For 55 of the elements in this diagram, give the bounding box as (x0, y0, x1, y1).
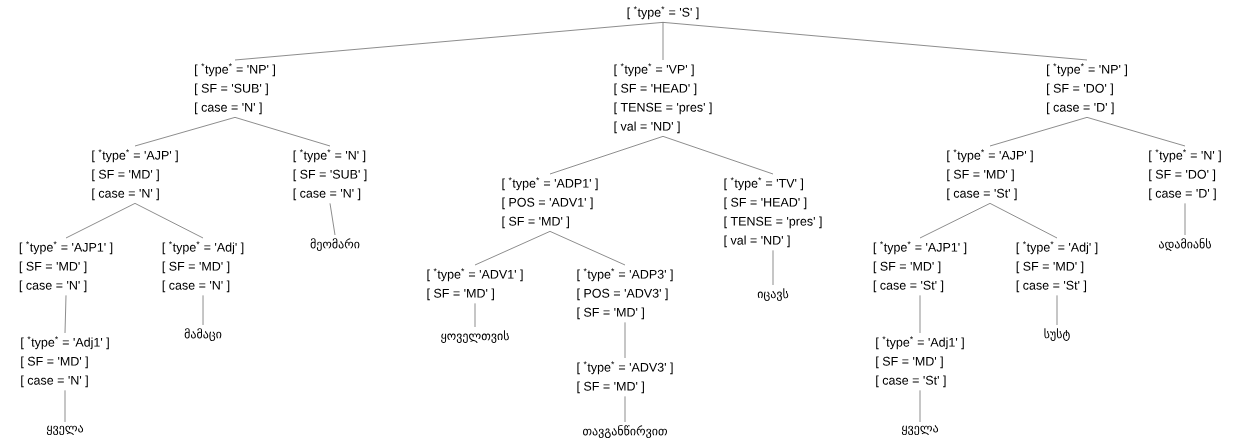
word: იცავს (757, 288, 789, 301)
feature-structure: [ $^{*}$type$^{*}$ = 'Adj' ] [ SF = 'MD' ] [ case = 'N' ] (162, 241, 244, 293)
branch-line (549, 136, 664, 175)
branch-line (64, 295, 67, 334)
word: ყველა (46, 425, 84, 436)
feature-structure: [ $^{*}$type$^{*}$ = 'TV' ] [ SF = 'HEAD' ] [ TENSE = 'pres' ] [ val = 'ND' ] (724, 177, 822, 248)
branch-line (64, 390, 66, 423)
feature-structure: [ $^{*}$type$^{*}$ = 'NP' ] [ SF = 'SUB' ] [ case = 'N' ] (195, 63, 275, 115)
branch-line (234, 117, 331, 147)
branch-line (662, 136, 774, 175)
branch-line (65, 203, 136, 239)
branch-line (989, 203, 1058, 239)
word: სუსტ (1044, 328, 1070, 341)
branch-line (474, 303, 476, 328)
feature-structure: [ $^{*}$type$^{*}$ = 'AJP' ] [ SF = 'MD' ] [ case = 'St' ] (947, 149, 1033, 201)
word: ყველა (901, 425, 939, 436)
feature-structure: [ $^{*}$type$^{*}$ = 'N' ] [ SF = 'SUB' ] [ case = 'N' ] (293, 149, 367, 201)
feature-structure: [ $^{*}$type$^{*}$ = 'NP' ] [ SF = 'DO' ] [ case = 'D' ] (1047, 63, 1127, 115)
word: მეომარი (310, 238, 360, 252)
feature-structure: [ $^{*}$type$^{*}$ = 'ADP3' ] [ POS = 'ADV3' ] [ SF = 'MD' ] (577, 268, 673, 320)
word: მამაცი (184, 328, 222, 342)
branch-line (474, 231, 551, 266)
feature-structure: [ $^{*}$type$^{*}$ = 'Adj1' ] [ SF = 'MD' ] [ case = 'St' ] (876, 336, 964, 388)
branch-line (919, 390, 921, 423)
branch-line (624, 396, 626, 423)
branch-line (134, 203, 204, 239)
word: თავგანწირვით (583, 425, 667, 439)
feature-structure: [ $^{*}$type$^{*}$ = 'AJP1' ] [ SF = 'MD' ] [ case = 'St' ] (873, 241, 967, 293)
feature-structure: [ $^{*}$type$^{*}$ = 'ADV1' ] [ SF = 'MD' ] (427, 268, 523, 301)
feature-structure: [ $^{*}$type$^{*}$ = 'VP' ] [ SF = 'HEAD' ] [ TENSE = 'pres' ] [ val = 'ND' ] (614, 63, 712, 134)
feature-structure: [ $^{*}$type$^{*}$ = 'Adj' ] [ SF = 'MD' ] [ case = 'St' ] (1016, 241, 1098, 293)
branch-line (134, 117, 236, 147)
branch-line (234, 22, 664, 61)
feature-structure: [ $^{*}$type$^{*}$ = 'Adj1' ] [ SF = 'MD' ] [ case = 'N' ] (21, 336, 109, 388)
branch-line (1184, 203, 1186, 236)
branch-line (919, 203, 991, 239)
feature-structure: [ $^{*}$type$^{*}$ = 'N' ] [ SF = 'DO' ] [ case = 'D' ] (1149, 149, 1221, 201)
branch-line (202, 295, 204, 326)
feature-structure: [ $^{*}$type$^{*}$ = 'AJP' ] [ SF = 'MD' ] [ case = 'N' ] (92, 149, 178, 201)
branch-line (549, 231, 626, 266)
branch-line (1086, 117, 1186, 147)
word: ყოველთვის (441, 330, 509, 343)
branch-line (919, 295, 921, 334)
branch-line (624, 322, 626, 359)
branch-line (662, 22, 664, 61)
feature-structure: [ $^{*}$type$^{*}$ = 'ADP1' ] [ POS = 'ADV1' ] [ SF = 'MD' ] (502, 177, 598, 229)
branch-line (662, 22, 1088, 61)
feature-structure: [ $^{*}$type$^{*}$ = 'ADV3' ] [ SF = 'MD' ] (577, 361, 673, 394)
branch-line (1056, 295, 1058, 326)
branch-line (329, 203, 336, 236)
feature-structure: [ $^{*}$type$^{*}$ = 'AJP1' ] [ SF = 'MD' ] [ case = 'N' ] (19, 241, 113, 293)
feature-structure: [ $^{*}$type$^{*}$ = 'S' ] (627, 6, 699, 20)
branch-line (772, 250, 774, 286)
word: ადამიანს (1159, 238, 1211, 251)
branch-line (989, 117, 1088, 147)
